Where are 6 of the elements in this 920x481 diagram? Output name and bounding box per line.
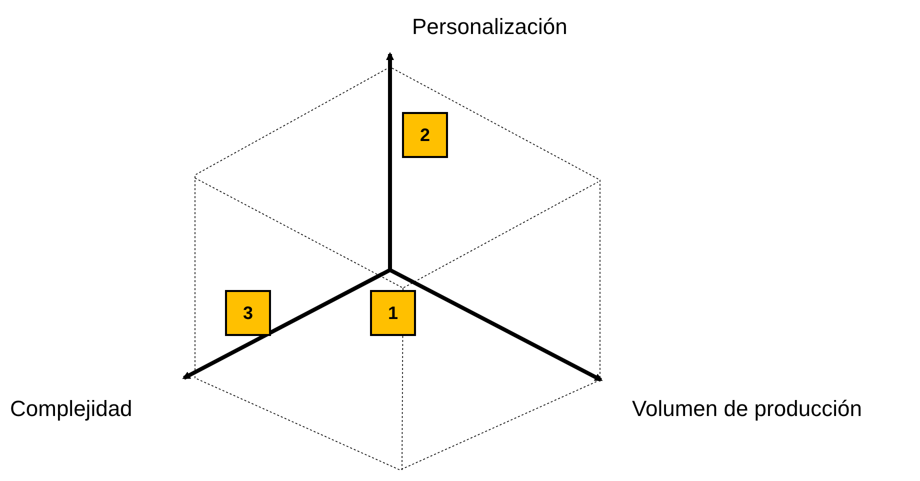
- number-box: 3: [225, 290, 271, 336]
- axis-label: Complejidad: [10, 395, 132, 423]
- number-box: 2: [402, 112, 448, 158]
- axis-label: Personalización: [412, 13, 568, 41]
- axis-label: Volumen de producción: [632, 395, 862, 423]
- number-box: 1: [370, 290, 416, 336]
